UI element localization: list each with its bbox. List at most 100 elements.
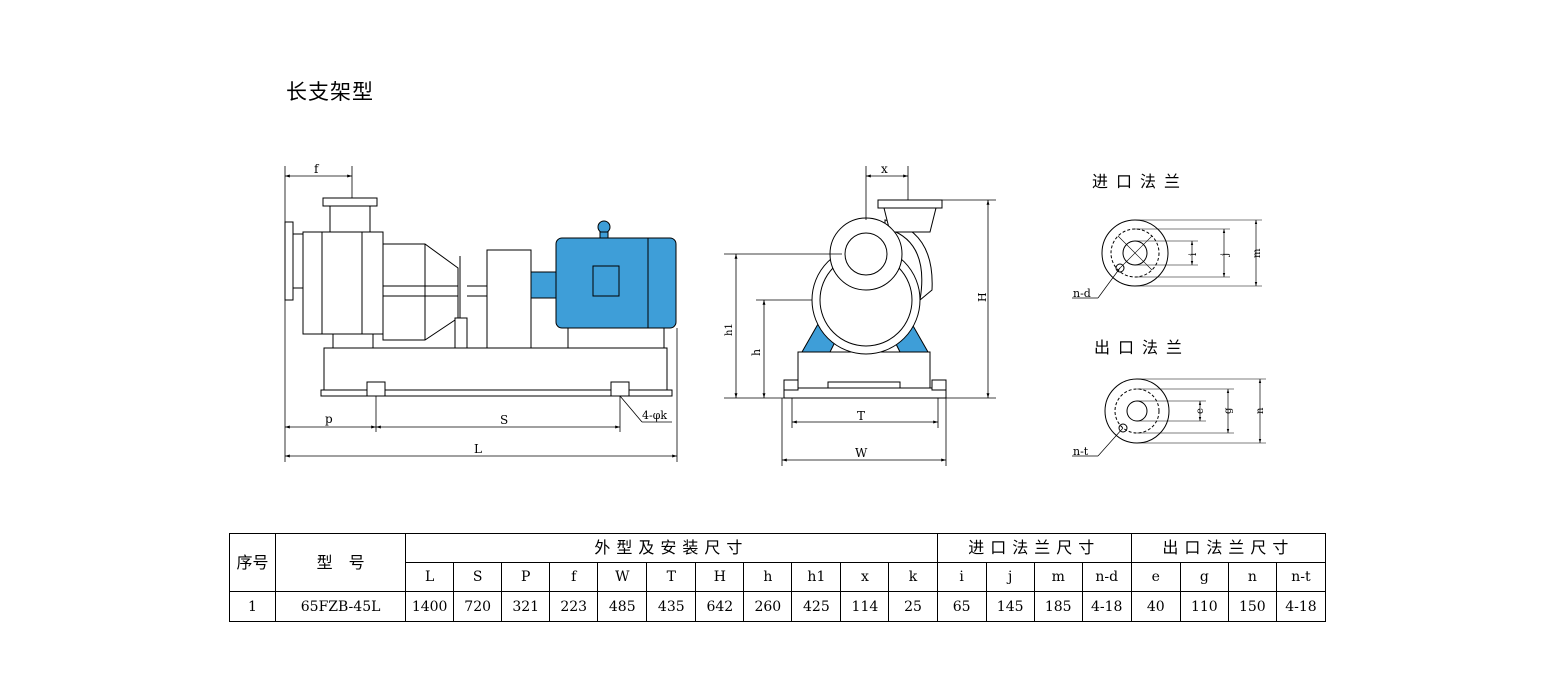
side-view xyxy=(284,197,673,397)
coupling-guard xyxy=(486,249,532,349)
cell-inlet: 145 xyxy=(985,591,1035,622)
header-group-outlet: 出口法兰尺寸 xyxy=(1130,533,1327,563)
motor xyxy=(530,220,677,349)
cell-outlet: 40 xyxy=(1130,591,1181,622)
header-outlet: e xyxy=(1130,562,1181,592)
cell-inlet: 65 xyxy=(936,591,987,622)
front-dims xyxy=(724,166,996,466)
header-dim: h1 xyxy=(791,562,842,592)
table-row: 1 65FZB-45L 1400 720 321 223 485 435 642… xyxy=(228,591,1327,622)
label-e: e xyxy=(1195,408,1206,414)
header-inlet: j xyxy=(985,562,1035,592)
header-dim: k xyxy=(888,562,938,592)
label-m: m xyxy=(1252,248,1263,258)
header-group-inlet: 进口法兰尺寸 xyxy=(936,533,1132,563)
motor-feet xyxy=(567,327,665,349)
cell-inlet: 4-18 xyxy=(1081,591,1132,622)
inlet-ring-inner xyxy=(844,232,888,276)
dim-bolt: 4-φk xyxy=(642,409,667,422)
cell-dim: 223 xyxy=(549,591,599,622)
header-dim: T xyxy=(646,562,697,592)
page-title: 长支架型 xyxy=(286,80,374,104)
dim-H: H xyxy=(976,292,989,302)
dim-x: x xyxy=(881,162,888,176)
header-dim: W xyxy=(597,562,648,592)
pump-foot xyxy=(332,333,374,349)
inlet-flange-drawing xyxy=(1072,219,1262,299)
header-dim: S xyxy=(453,562,503,592)
header-inlet: n-d xyxy=(1081,562,1132,592)
label-i: i xyxy=(1188,253,1199,256)
label-nd: n-d xyxy=(1073,287,1091,300)
header-outlet: g xyxy=(1179,562,1229,592)
outlet-bolt-hole xyxy=(1118,423,1128,433)
dim-h1: h1 xyxy=(724,323,735,336)
cell-dim: 260 xyxy=(743,591,793,622)
header-inlet: i xyxy=(936,562,987,592)
label-n: n xyxy=(1255,407,1266,414)
bearing-bracket xyxy=(382,243,459,341)
front-base-plate xyxy=(783,387,947,399)
spec-table: 序号 型 号 外型及安装尺寸 进口法兰尺寸 出口法兰尺寸 L S P f W T… xyxy=(228,533,1327,622)
pump-drawing: f p S L 4-φk xyxy=(284,162,1266,466)
cell-dim: 25 xyxy=(888,591,938,622)
outlet-flange-drawing xyxy=(1072,378,1266,457)
inlet-bolt-hole xyxy=(1115,263,1125,273)
outlet-bore xyxy=(1126,400,1148,422)
motor-shaft xyxy=(530,271,558,299)
header-dim: P xyxy=(501,562,551,592)
cell-dim: 425 xyxy=(791,591,842,622)
cell-dim: 485 xyxy=(597,591,648,622)
dim-S: S xyxy=(500,413,508,427)
base-plate xyxy=(320,389,673,397)
header-dim: L xyxy=(405,562,455,592)
header-dim: x xyxy=(840,562,890,592)
cell-dim: 1400 xyxy=(405,591,455,622)
cell-outlet: 110 xyxy=(1179,591,1229,622)
dim-p: p xyxy=(325,412,333,426)
dim-h: h xyxy=(750,349,763,356)
outlet-flange-title: 出口法兰 xyxy=(1094,338,1190,357)
front-discharge-flange xyxy=(877,199,943,209)
cell-dim: 720 xyxy=(453,591,503,622)
dim-W: W xyxy=(855,446,868,460)
label-j: j xyxy=(1220,253,1231,257)
header-index: 序号 xyxy=(228,533,277,592)
header-dim: h xyxy=(743,562,793,592)
label-nt: n-t xyxy=(1073,445,1089,458)
cell-inlet: 185 xyxy=(1033,591,1083,622)
header-group-dims: 外型及安装尺寸 xyxy=(405,533,938,563)
label-g: g xyxy=(1223,407,1234,414)
cell-dim: 114 xyxy=(840,591,890,622)
pump-casing xyxy=(302,231,384,335)
header-inlet: m xyxy=(1033,562,1083,592)
header-outlet: n xyxy=(1227,562,1277,592)
lifting-eye xyxy=(597,220,611,234)
cell-index: 1 xyxy=(228,591,277,622)
header-model: 型 号 xyxy=(275,533,407,592)
cell-dim: 642 xyxy=(695,591,745,622)
suction-flange xyxy=(284,221,294,301)
terminal-box xyxy=(592,265,620,297)
dim-f: f xyxy=(314,162,320,176)
cell-model: 65FZB-45L xyxy=(275,591,407,622)
discharge-flange xyxy=(322,197,378,207)
bracket-support xyxy=(454,317,468,349)
base-foot-right xyxy=(610,381,630,397)
header-outlet: n-t xyxy=(1275,562,1327,592)
outlet-bolt-circle xyxy=(1114,388,1160,434)
dim-L: L xyxy=(474,442,482,456)
header-dim: f xyxy=(549,562,599,592)
cell-outlet: 4-18 xyxy=(1275,591,1327,622)
front-view xyxy=(783,199,947,399)
header-dim: H xyxy=(695,562,745,592)
inlet-flange-title: 进口法兰 xyxy=(1092,172,1188,191)
cell-dim: 435 xyxy=(646,591,697,622)
side-dims xyxy=(284,166,678,462)
base-foot-left xyxy=(366,381,386,397)
dim-T: T xyxy=(857,409,865,423)
cell-dim: 321 xyxy=(501,591,551,622)
discharge-nozzle xyxy=(329,205,371,233)
suction-nozzle xyxy=(292,233,304,289)
cell-outlet: 150 xyxy=(1227,591,1277,622)
